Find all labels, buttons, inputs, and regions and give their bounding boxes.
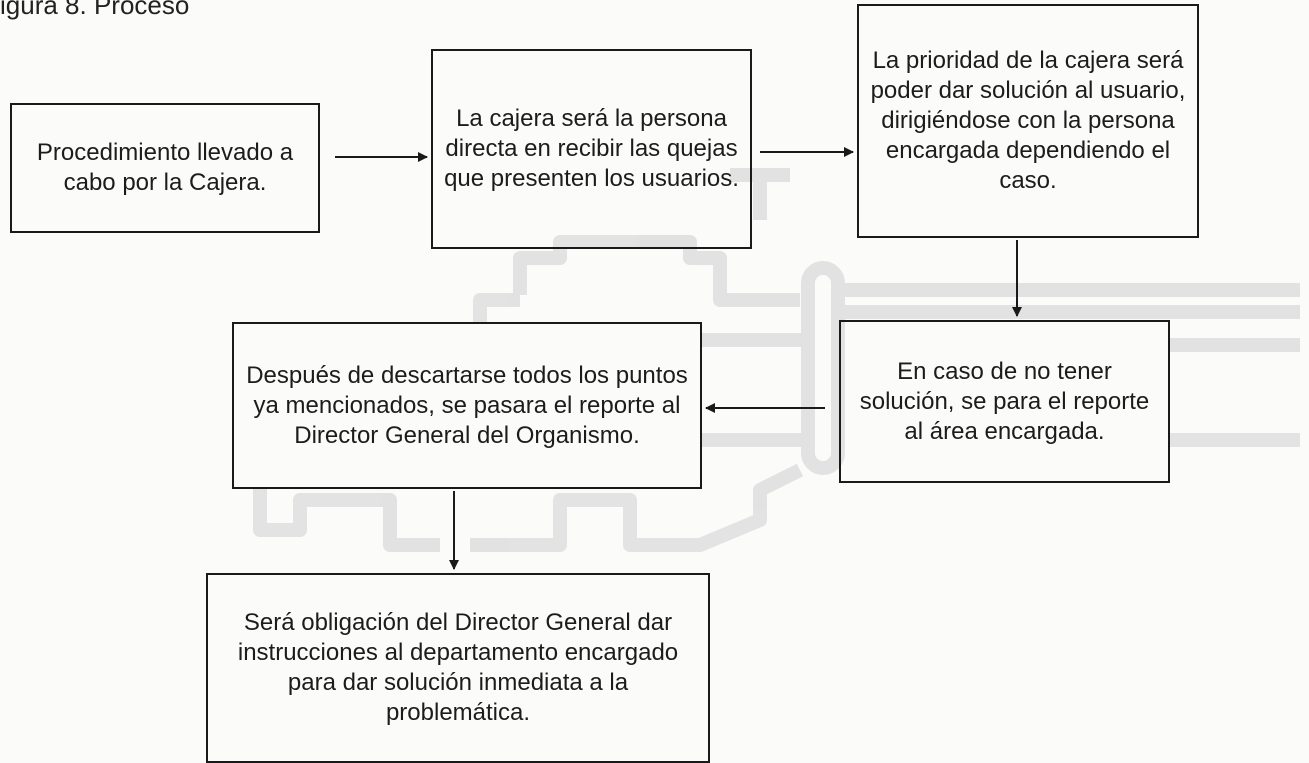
node-cajera-recibe-quejas: La cajera será la persona directa en rec… xyxy=(431,49,752,249)
header-fragment: igura 8. Proceso xyxy=(0,0,190,20)
node-sin-solucion: En caso de no tener solución, se para el… xyxy=(839,320,1170,483)
node-obligacion-director: Será obligación del Director General dar… xyxy=(206,573,710,763)
node-sin-solucion-text: En caso de no tener solución, se para el… xyxy=(859,357,1150,445)
node-reporte-director: Después de descartarse todos los puntos … xyxy=(232,322,702,489)
node-prioridad-cajera-text: La prioridad de la cajera será poder dar… xyxy=(870,47,1186,194)
node-procedimiento: Procedimiento llevado a cabo por la Caje… xyxy=(10,103,320,233)
node-procedimiento-text: Procedimiento llevado a cabo por la Caje… xyxy=(36,139,294,196)
node-cajera-recibe-quejas-text: La cajera será la persona directa en rec… xyxy=(444,105,739,192)
node-reporte-director-text: Después de descartarse todos los puntos … xyxy=(246,361,688,449)
node-prioridad-cajera: La prioridad de la cajera será poder dar… xyxy=(857,4,1199,238)
node-obligacion-director-text: Será obligación del Director General dar… xyxy=(237,609,679,726)
